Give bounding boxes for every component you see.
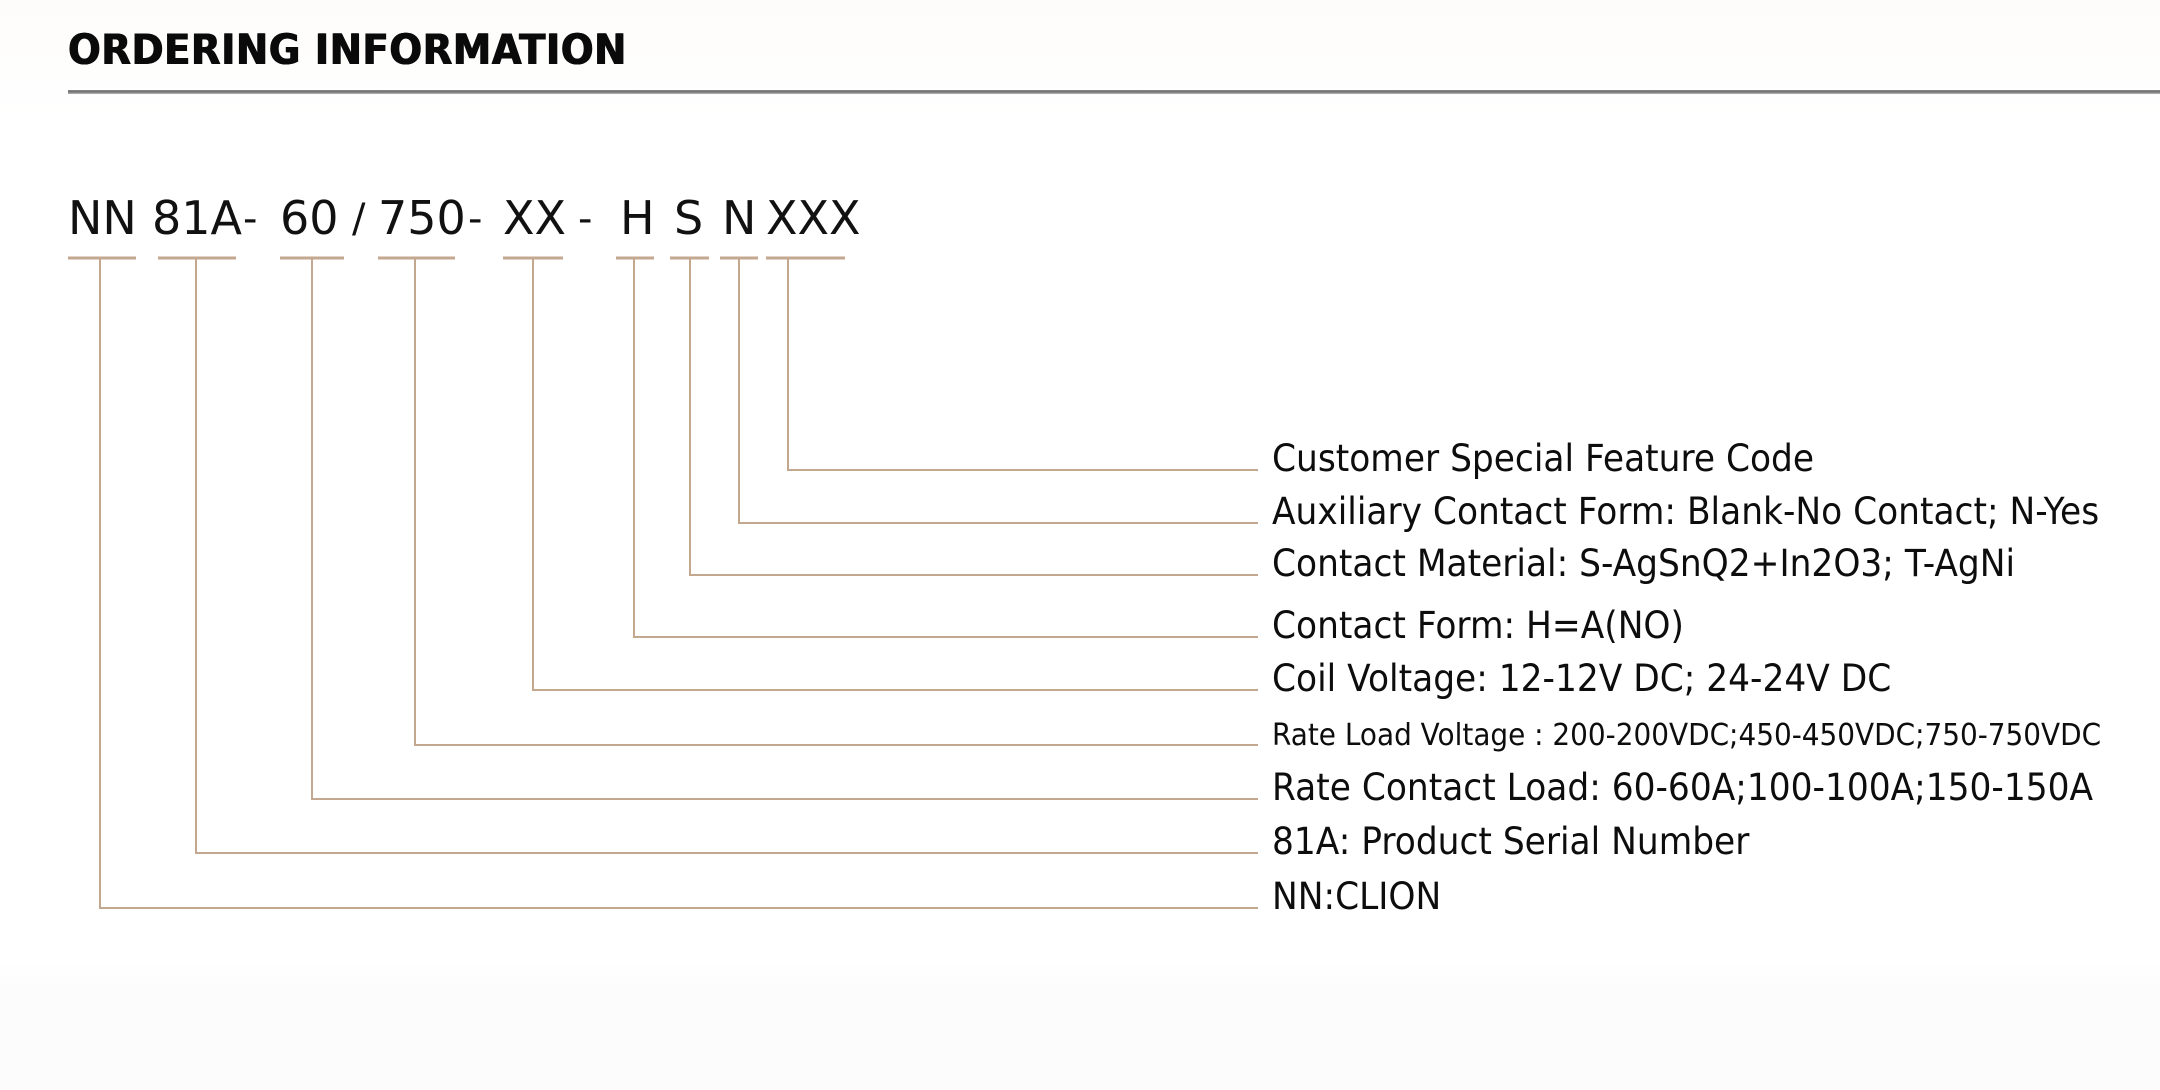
code-token-81a: 81A — [152, 191, 243, 245]
callout-label-rate-load-voltage: Rate Load Voltage : 200-200VDC;450-450VD… — [1272, 718, 2102, 753]
code-token-nn: NN — [68, 191, 137, 245]
code-token-xxx: XXX — [766, 191, 861, 245]
callout-label-product-serial-number: 81A: Product Serial Number — [1272, 820, 1750, 863]
callout-label-brand: NN:CLION — [1272, 875, 1442, 918]
callout-label-contact-form: Contact Form: H=A(NO) — [1272, 604, 1684, 647]
code-token-xx: XX — [503, 191, 567, 245]
code-separator: - — [468, 196, 483, 242]
code-token-h: H — [620, 191, 655, 245]
code-separator: - — [243, 196, 258, 242]
callout-label-rate-contact-load: Rate Contact Load: 60-60A;100-100A;150-1… — [1272, 766, 2094, 809]
code-separator: - — [578, 196, 593, 242]
callout-label-auxiliary-contact-form: Auxiliary Contact Form: Blank-No Contact… — [1272, 490, 2100, 533]
page-title: ORDERING INFORMATION — [68, 25, 627, 74]
callout-label-contact-material: Contact Material: S-AgSnQ2+In2O3; T-AgNi — [1272, 542, 2016, 585]
code-token-n: N — [722, 191, 757, 245]
code-separator: / — [352, 196, 366, 242]
title-divider — [68, 90, 2160, 94]
callout-label-coil-voltage: Coil Voltage: 12-12V DC; 24-24V DC — [1272, 657, 1892, 700]
code-token-s: S — [674, 191, 704, 245]
code-token-750: 750 — [378, 191, 466, 245]
code-token-60: 60 — [280, 191, 339, 245]
callout-label-customer-special-feature-code: Customer Special Feature Code — [1272, 437, 1815, 480]
